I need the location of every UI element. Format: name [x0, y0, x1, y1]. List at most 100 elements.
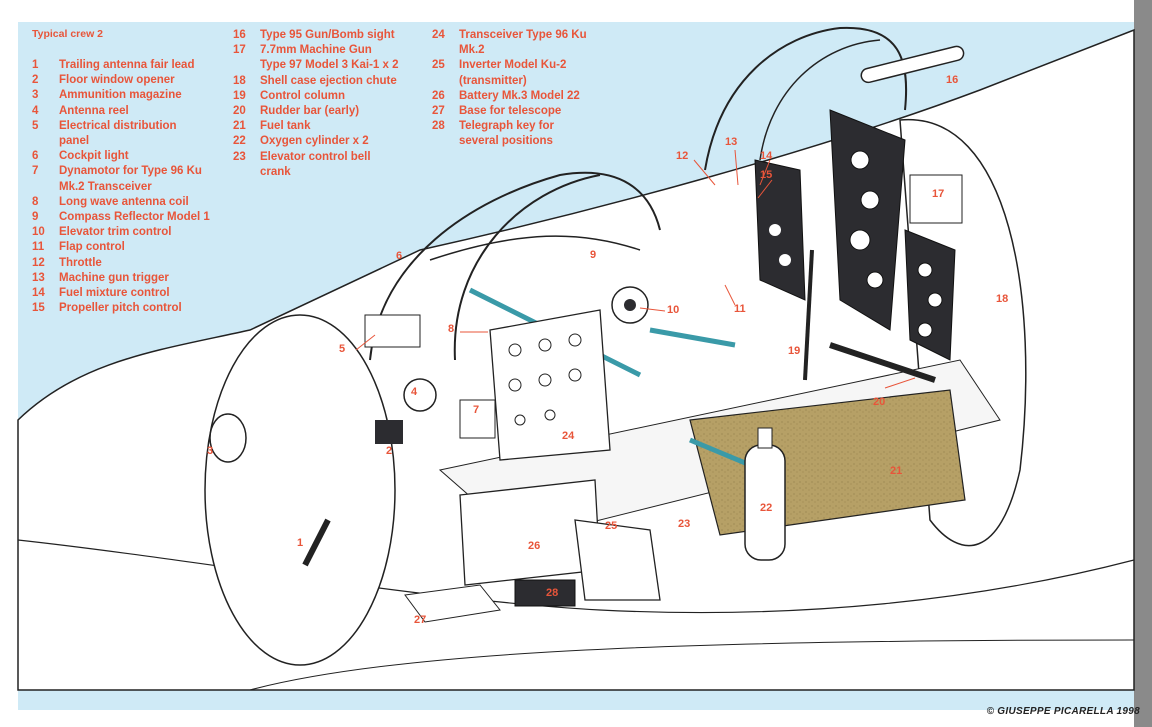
legend-item: 7 Dynamotor for Type 96 Ku Mk.2 Transceiv…: [32, 164, 242, 194]
control-rod-3: [689, 437, 751, 468]
legend-item: 24 Transceiver Type 96 Ku Mk.2: [432, 28, 632, 58]
callout-18: 18: [996, 293, 1009, 305]
control-column: [803, 249, 814, 381]
legend-item-label: Base for telescope: [459, 105, 562, 118]
legend-item-number: 25: [432, 59, 445, 72]
legend-item-label: Cockpit light: [59, 150, 129, 163]
legend-item-number: 16: [233, 29, 246, 41]
rudder-bar: [829, 342, 936, 383]
legend-item-label: 7.7mm Machine Gun Type 97 Model 3 Kai-1 …: [260, 44, 399, 72]
legend-item-label: Compass Reflector Model 1: [59, 211, 210, 224]
legend-item-label: Flap control: [59, 241, 125, 254]
legend-item-number: 17: [233, 44, 246, 57]
gun-sight-tube: [860, 45, 965, 84]
fuselage-lower-line-2: [249, 639, 1135, 691]
callout-8: 8: [448, 323, 455, 335]
legend-item-label: Machine gun trigger: [59, 271, 169, 284]
legend-item: 6 Cockpit light: [32, 149, 242, 164]
legend-item-label: Ammunition magazine: [59, 89, 182, 102]
legend-title: Typical crew 2: [32, 28, 104, 40]
legend-item-label: Fuel tank: [260, 120, 311, 133]
legend-item-number: 5: [32, 119, 39, 132]
callout-11: 11: [734, 303, 746, 315]
electrical-panel: [364, 314, 421, 348]
legend-item: 8 Long wave antenna coil: [32, 195, 242, 210]
callout-27: 27: [414, 614, 427, 626]
legend-item-label: Transceiver Type 96 Ku Mk.2: [459, 29, 587, 57]
legend-item-number: 27: [432, 105, 445, 118]
callout-12: 12: [676, 150, 689, 162]
ammunition-magazine: [209, 413, 247, 463]
legend-item: 25 Inverter Model Ku-2 (transmitter): [432, 58, 632, 88]
legend-item-number: 9: [32, 211, 39, 224]
telegraph-key: [514, 579, 576, 607]
legend-item-number: 6: [32, 150, 39, 163]
legend-item: 28 Telegraph key for several positions: [432, 119, 632, 149]
callout-13: 13: [725, 136, 738, 148]
legend-item: 15 Propeller pitch control: [32, 301, 242, 316]
legend-item: 9 Compass Reflector Model 1: [32, 210, 242, 225]
legend-item-number: 7: [32, 165, 39, 178]
legend-column-2: 16 Type 95 Gun/Bomb sight 17 7.7mm Machine …: [233, 28, 433, 180]
legend-item-number: 8: [32, 195, 39, 208]
antenna-reel: [403, 378, 437, 412]
dynamotor: [459, 399, 496, 439]
legend-item-number: 15: [32, 302, 45, 315]
antenna-fair-lead: [302, 518, 331, 567]
legend-item-label: Long wave antenna coil: [59, 195, 189, 208]
legend-item: 16 Type 95 Gun/Bomb sight: [233, 28, 433, 43]
legend-item-number: 11: [32, 241, 45, 254]
legend-item-label: Type 95 Gun/Bomb sight: [260, 29, 395, 41]
callout-21: 21: [890, 465, 903, 477]
legend-item: 20 Rudder bar (early): [233, 104, 433, 119]
legend-item-number: 3: [32, 89, 39, 102]
callout-15: 15: [760, 169, 773, 181]
telescope-base: [404, 584, 501, 623]
fuselage-lower-line: [17, 539, 1135, 614]
legend-item-number: 13: [32, 271, 45, 284]
legend-item: 3 Ammunition magazine: [32, 88, 242, 103]
legend-item-label: Dynamotor for Type 96 Ku Mk.2 Transceive…: [59, 165, 202, 193]
legend-item-number: 4: [32, 104, 39, 117]
legend-item-number: 12: [32, 256, 45, 269]
machine-gun-housing: [909, 174, 963, 224]
legend-item-label: Rudder bar (early): [260, 105, 360, 118]
legend-item-number: 26: [432, 89, 445, 102]
callout-leaders: [355, 149, 916, 389]
legend-item-number: 28: [432, 120, 445, 133]
callout-23: 23: [678, 518, 691, 530]
page-edge: [1134, 0, 1152, 727]
rear-canopy-arch-2: [429, 235, 641, 261]
control-rod-2: [649, 327, 736, 348]
legend-item-label: Propeller pitch control: [59, 302, 182, 315]
callout-14: 14: [760, 150, 773, 162]
legend-item-label: Electrical distribution panel: [59, 119, 177, 148]
legend-item-number: 24: [432, 29, 445, 41]
callout-22: 22: [760, 502, 773, 514]
legend-item-label: Antenna reel: [59, 104, 129, 117]
legend-item-label: Telegraph key for several positions: [459, 120, 555, 148]
legend-item: 4 Antenna reel: [32, 104, 242, 119]
legend-item-label: Inverter Model Ku-2 (transmitter): [459, 59, 567, 87]
legend-item-label: Floor window opener: [59, 74, 175, 87]
legend-item-number: 10: [32, 226, 45, 239]
legend-item-number: 2: [32, 74, 39, 87]
callout-10: 10: [667, 304, 680, 316]
callout-1: 1: [297, 537, 304, 549]
front-canopy-arch: [759, 39, 881, 161]
rear-bulkhead: [204, 314, 396, 666]
legend-item-number: 20: [233, 105, 246, 118]
transceiver-box: [489, 309, 611, 461]
legend-item-label: Fuel mixture control: [59, 287, 170, 300]
callout-6: 6: [396, 250, 403, 262]
callout-25: 25: [605, 520, 618, 532]
